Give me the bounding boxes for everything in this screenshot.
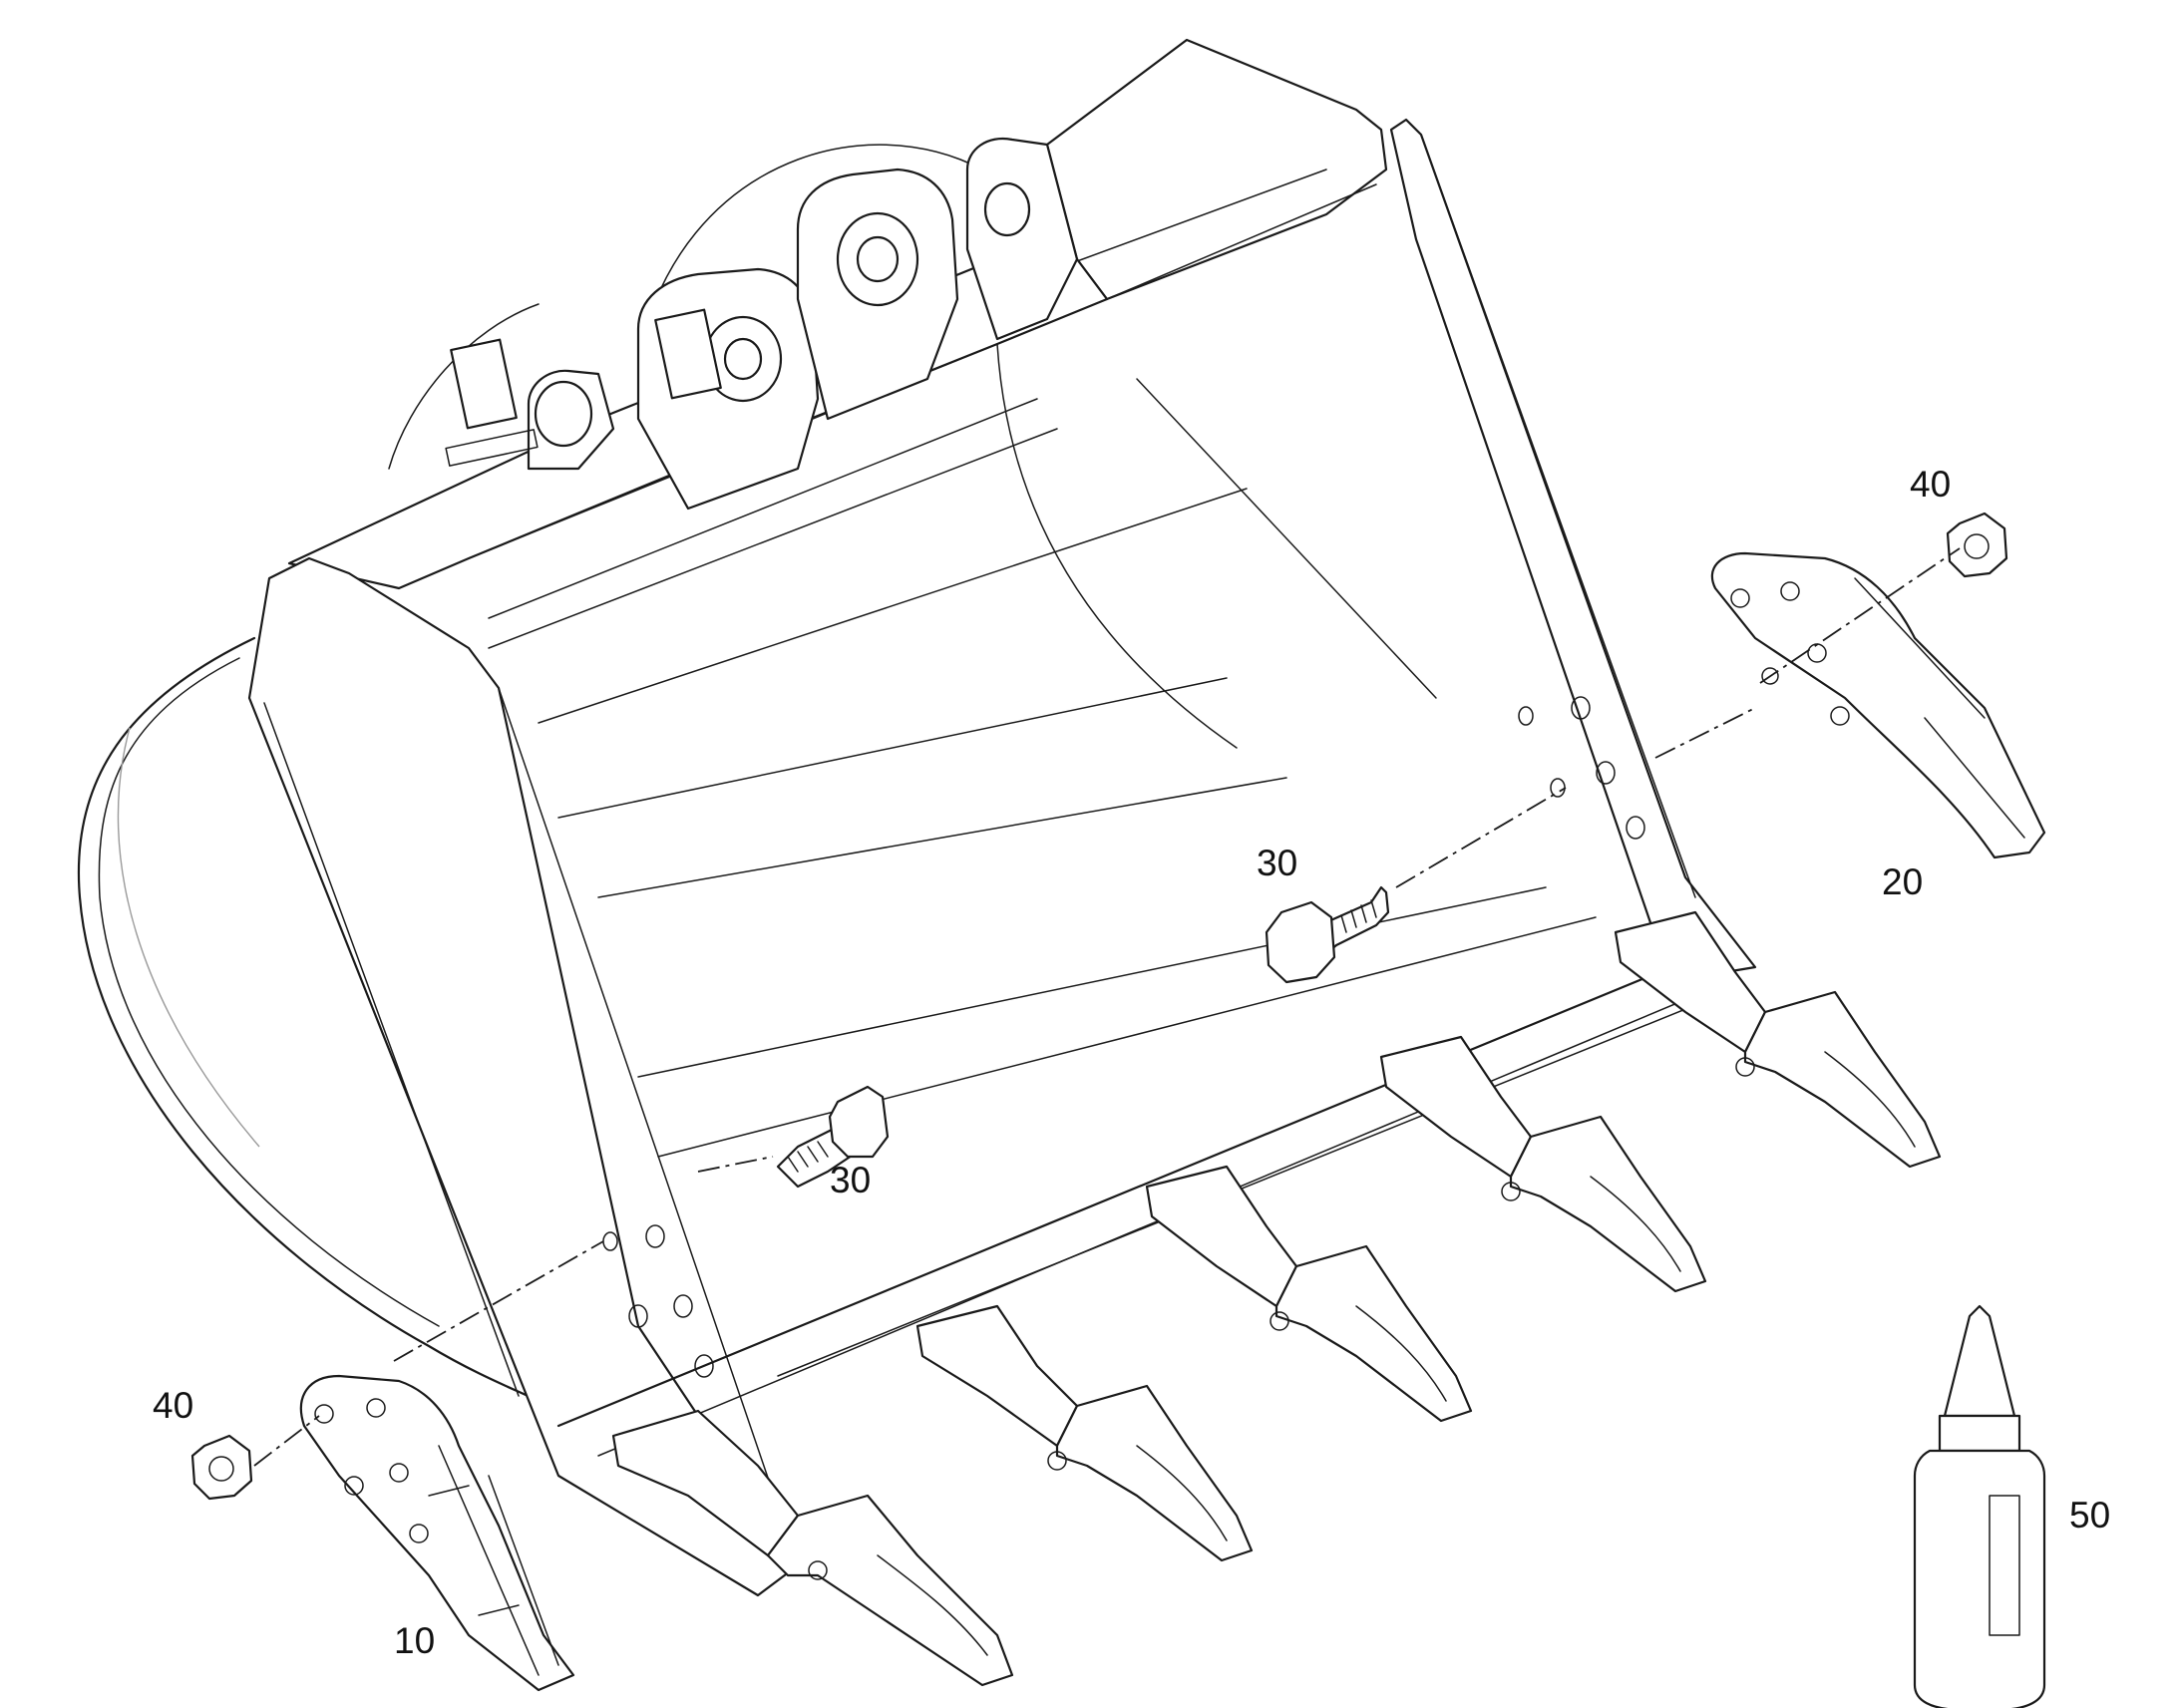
nut-right (1946, 512, 2008, 578)
bucket-body (77, 38, 1757, 1597)
bolt-upper (1265, 885, 1390, 984)
callout-20: 20 (1882, 861, 1923, 902)
callout-40-left: 40 (153, 1385, 193, 1426)
bolt-lower (776, 1085, 890, 1189)
assembly-center-lines (253, 547, 1961, 1467)
nut-left (190, 1434, 253, 1501)
callout-10: 10 (394, 1620, 435, 1661)
callout-30-lower: 30 (830, 1160, 871, 1200)
tooth (1379, 1035, 1707, 1293)
locking-compound-bottle (1913, 1304, 2046, 1708)
tooth (915, 1304, 1254, 1562)
callout-labels: 10 20 30 30 40 40 50 (153, 464, 2110, 1661)
bucket-teeth (611, 910, 1942, 1687)
callout-50: 50 (2069, 1495, 2110, 1536)
callout-30-upper: 30 (1257, 843, 1297, 883)
tooth (1614, 910, 1942, 1169)
tooth (1145, 1165, 1473, 1423)
side-cutter-right (1710, 551, 2046, 859)
side-cutter-left (299, 1374, 575, 1692)
callout-40-right: 40 (1910, 464, 1951, 505)
tooth (611, 1409, 1014, 1687)
